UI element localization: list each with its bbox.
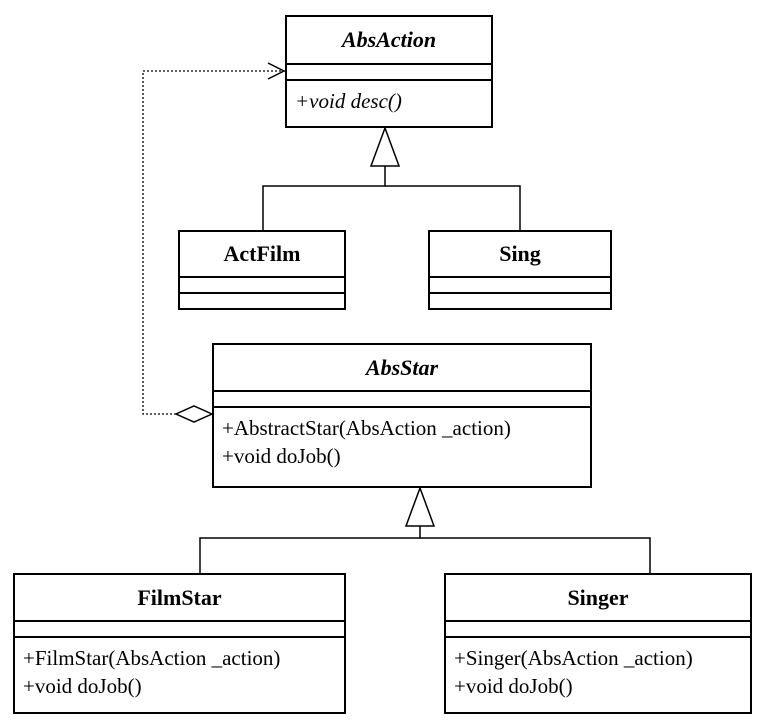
operations-absaction: +void desc(): [287, 81, 491, 126]
class-name-sing: Sing: [430, 232, 610, 278]
attributes-absaction: [287, 65, 491, 81]
class-sing[interactable]: Sing: [428, 230, 612, 310]
operations-sing: [430, 294, 610, 308]
aggregation-arrowhead: [267, 62, 286, 80]
aggregation-diamond: [174, 405, 214, 423]
generalization-arrowhead-absstar: [404, 485, 436, 527]
generalization-arrowhead-absaction: [369, 125, 401, 167]
operation: +AbstractStar(AbsAction _action): [222, 416, 511, 440]
class-absaction[interactable]: AbsAction +void desc(): [285, 15, 493, 128]
class-name-actfilm: ActFilm: [180, 232, 344, 278]
operation: +void doJob(): [23, 674, 142, 698]
attributes-absstar: [214, 392, 590, 408]
aggregation-line: [142, 70, 285, 415]
operations-filmstar: +FilmStar(AbsAction _action) +void doJob…: [15, 638, 344, 712]
inheritance-line-sing: [385, 185, 521, 230]
operations-singer: +Singer(AbsAction _action) +void doJob(): [446, 638, 750, 712]
class-singer[interactable]: Singer +Singer(AbsAction _action) +void …: [444, 573, 752, 714]
attributes-filmstar: [15, 622, 344, 638]
operation: +void desc(): [295, 89, 402, 113]
class-name-filmstar: FilmStar: [15, 575, 344, 622]
class-actfilm[interactable]: ActFilm: [178, 230, 346, 310]
class-filmstar[interactable]: FilmStar +FilmStar(AbsAction _action) +v…: [13, 573, 346, 714]
operation: +void doJob(): [454, 674, 573, 698]
attributes-sing: [430, 278, 610, 294]
inheritance-line-actfilm: [262, 166, 386, 230]
class-name-singer: Singer: [446, 575, 750, 622]
operations-actfilm: [180, 294, 344, 308]
inheritance-line-singer: [420, 537, 651, 573]
operation: +FilmStar(AbsAction _action): [23, 646, 281, 670]
attributes-singer: [446, 622, 750, 638]
class-name-absaction: AbsAction: [287, 17, 491, 65]
attributes-actfilm: [180, 278, 344, 294]
class-absstar[interactable]: AbsStar +AbstractStar(AbsAction _action)…: [212, 343, 592, 488]
operation: +void doJob(): [222, 444, 341, 468]
class-name-absstar: AbsStar: [214, 345, 590, 392]
operations-absstar: +AbstractStar(AbsAction _action) +void d…: [214, 408, 590, 486]
inheritance-line-filmstar: [199, 526, 421, 573]
operation: +Singer(AbsAction _action): [454, 646, 693, 670]
